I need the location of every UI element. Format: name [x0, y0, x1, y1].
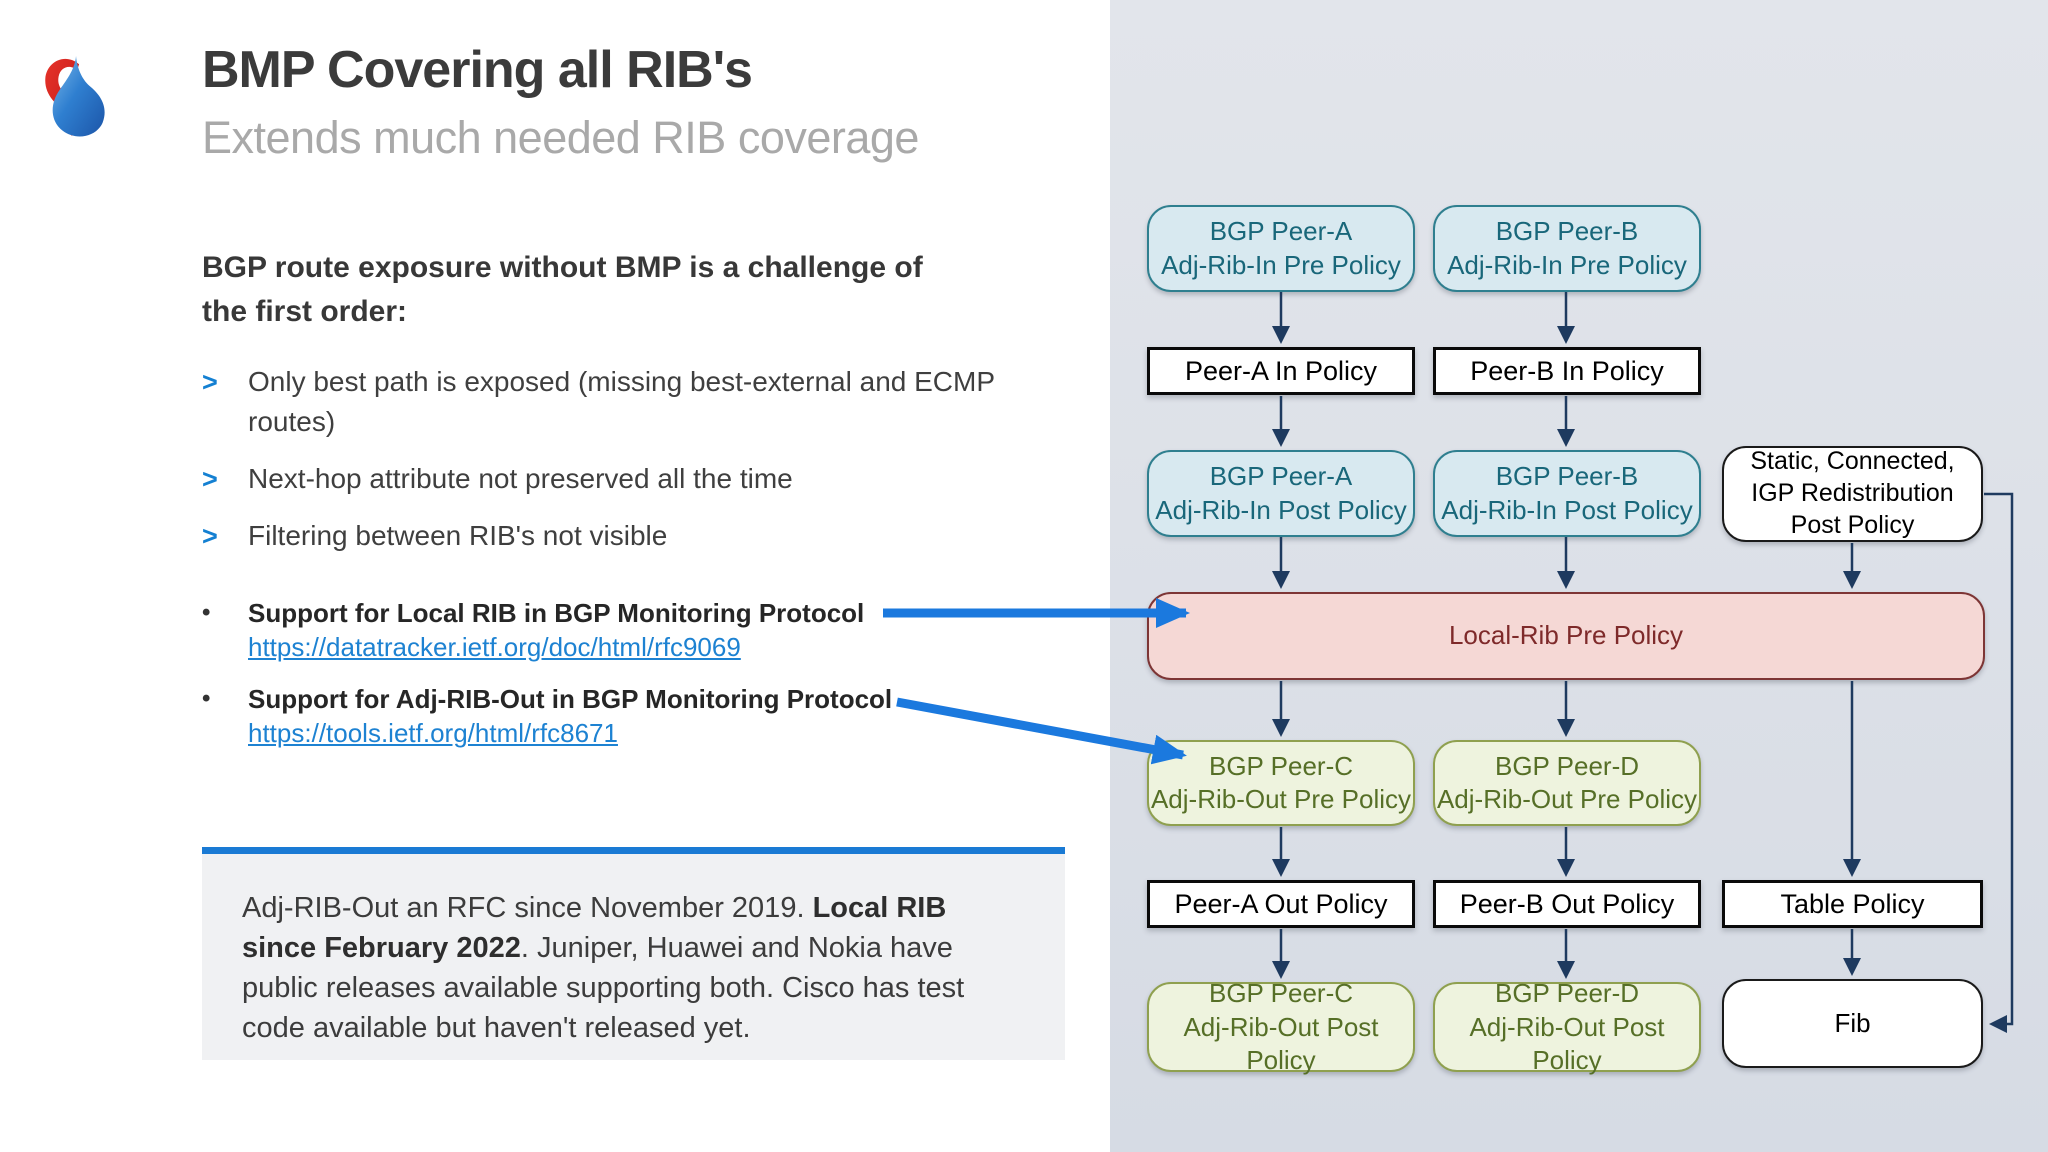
note-text: . Juniper, Huawei and Nokia have public …: [242, 932, 965, 1045]
note-text: Adj-RIB-Out an RFC since November 2019.: [242, 892, 813, 924]
list-item: • Support for Local RIB in BGP Monitorin…: [202, 596, 1022, 664]
list-item: > Only best path is exposed (missing bes…: [202, 362, 1022, 442]
section-heading: BGP route exposure without BMP is a chal…: [202, 251, 923, 329]
node-peer-a-out-policy: Peer-A Out Policy: [1147, 880, 1415, 928]
chevron-right-icon: >: [202, 521, 218, 552]
list-item: > Filtering between RIB's not visible: [202, 516, 1022, 556]
node-bgp-peer-c-adj-rib-out-post: BGP Peer-C Adj-Rib-Out Post Policy: [1147, 978, 1415, 1075]
node-bgp-peer-c-adj-rib-out-pre: BGP Peer-C Adj-Rib-Out Pre Policy: [1147, 740, 1415, 826]
node-bgp-peer-a-adj-rib-in-pre: BGP Peer-A Adj-Rib-In Pre Policy: [1147, 205, 1415, 292]
status-note-box: Adj-RIB-Out an RFC since November 2019. …: [202, 847, 1065, 1060]
reference-title: • Support for Local RIB in BGP Monitorin…: [202, 596, 1022, 630]
bullet-text: Filtering between RIB's not visible: [248, 520, 668, 552]
node-bgp-peer-b-adj-rib-in-post: BGP Peer-B Adj-Rib-In Post Policy: [1433, 450, 1701, 537]
list-item: • Support for Adj-RIB-Out in BGP Monitor…: [202, 682, 1022, 750]
node-peer-b-out-policy: Peer-B Out Policy: [1433, 880, 1701, 928]
bullet-text: Only best path is exposed (missing best-…: [248, 366, 996, 438]
bullet-dot-icon: •: [202, 599, 211, 626]
bullet-dot-icon: •: [202, 685, 211, 712]
node-peer-b-in-policy: Peer-B In Policy: [1433, 347, 1701, 395]
diagram-background-panel: [1110, 0, 2048, 1152]
bullet-text: Next-hop attribute not preserved all the…: [248, 463, 793, 495]
note-text-bold: Local RIB since February 2022: [242, 892, 947, 965]
node-peer-a-in-policy: Peer-A In Policy: [1147, 347, 1415, 395]
logo-blue-shape: [52, 56, 105, 137]
list-item: > Next-hop attribute not preserved all t…: [202, 459, 1022, 499]
node-fib: Fib: [1722, 979, 1983, 1068]
swisscom-logo: [45, 56, 105, 137]
chevron-right-icon: >: [202, 464, 218, 495]
chevron-right-icon: >: [202, 367, 218, 397]
node-bgp-peer-b-adj-rib-in-pre: BGP Peer-B Adj-Rib-In Pre Policy: [1433, 205, 1701, 292]
reference-list: • Support for Local RIB in BGP Monitorin…: [202, 596, 1022, 768]
node-static-connected-igp: Static, Connected, IGP Redistribution Po…: [1722, 446, 1983, 542]
node-bgp-peer-a-adj-rib-in-post: BGP Peer-A Adj-Rib-In Post Policy: [1147, 450, 1415, 537]
page-title: BMP Covering all RIB's: [202, 41, 753, 99]
node-bgp-peer-d-adj-rib-out-post: BGP Peer-D Adj-Rib-Out Post Policy: [1433, 978, 1701, 1075]
node-bgp-peer-d-adj-rib-out-pre: BGP Peer-D Adj-Rib-Out Pre Policy: [1433, 740, 1701, 826]
node-table-policy: Table Policy: [1722, 880, 1983, 928]
page-subtitle: Extends much needed RIB coverage: [202, 112, 919, 163]
reference-title-text: Support for Local RIB in BGP Monitoring …: [248, 598, 865, 628]
rfc8671-link[interactable]: https://tools.ietf.org/html/rfc8671: [248, 718, 618, 748]
node-local-rib-pre-policy: Local-Rib Pre Policy: [1147, 592, 1985, 680]
rfc9069-link[interactable]: https://datatracker.ietf.org/doc/html/rf…: [248, 632, 741, 662]
bullet-list: > Only best path is exposed (missing bes…: [202, 362, 1022, 573]
reference-title: • Support for Adj-RIB-Out in BGP Monitor…: [202, 682, 1022, 716]
reference-title-text: Support for Adj-RIB-Out in BGP Monitorin…: [248, 684, 893, 714]
